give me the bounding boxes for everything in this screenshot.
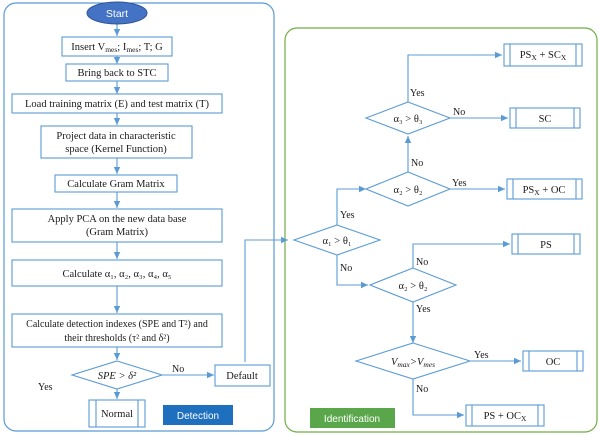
alpha2-upper-no-label: No <box>411 158 423 169</box>
oc-text: OC <box>546 357 561 368</box>
ps-oc-box <box>506 178 583 200</box>
bring-back-box <box>65 63 169 82</box>
alpha1-no-label: No <box>340 263 352 274</box>
default-text: Default <box>226 371 258 382</box>
alpha3-decision <box>364 101 452 135</box>
identification-badge-text: Identification <box>324 414 380 425</box>
normal-text: Normal <box>101 409 133 420</box>
ps-sc-text: PSX + SCX <box>520 50 567 62</box>
ps-sc-box <box>503 43 583 67</box>
insert-text: Insert Vmes; Imes; T; G <box>71 42 163 54</box>
calc-alpha-text: Calculate α₁, α₂, α₃, α₄, α₅ <box>62 269 171 280</box>
identification-arrows <box>336 51 521 419</box>
vmax-decision <box>354 342 472 380</box>
alpha2-lower-yes-label: Yes <box>416 304 431 315</box>
detection-arrows <box>113 24 288 399</box>
sc-text: SC <box>539 114 552 125</box>
alpha2-upper-yes-label: Yes <box>452 178 467 189</box>
project-text-line2: space (Kernel Function) <box>65 144 167 155</box>
spe-no-label: No <box>172 364 184 375</box>
vmax-yes-label: Yes <box>474 350 489 361</box>
vmax-no-label: No <box>416 384 428 395</box>
alpha2-lower-decision <box>368 267 458 303</box>
load-matrix-text: Load training matrix (E) and test matrix… <box>25 99 209 110</box>
gram-box <box>54 174 178 193</box>
indexes-text-line1: Calculate detection indexes (SPE and T²)… <box>26 319 208 330</box>
identification-badge <box>310 408 395 428</box>
load-matrix-box <box>11 93 223 114</box>
calc-alpha-box <box>11 259 223 287</box>
indexes-box <box>11 313 223 348</box>
alpha1-text: α₁ > θ₁ <box>322 236 351 247</box>
pca-box <box>11 208 223 243</box>
indexes-text-line2: their thresholds (τ² and δ²) <box>64 333 169 344</box>
pca-text-line1: Apply PCA on the new data base <box>48 214 187 225</box>
alpha2-upper-decision <box>364 171 452 207</box>
default-box <box>214 364 271 387</box>
project-text-line1: Project data in characteristic <box>56 131 176 142</box>
ps-oc-text: PSX + OC <box>523 185 566 197</box>
normal-box <box>88 399 146 428</box>
ps-ocx-box <box>465 404 545 427</box>
outcome-box-bars <box>471 44 578 426</box>
alpha2-lower-text: α₂ > θ₂ <box>398 281 427 292</box>
detection-frame <box>3 2 275 432</box>
pca-text-line2: (Gram Matrix) <box>86 227 149 238</box>
bring-back-text: Bring back to STC <box>77 68 156 79</box>
insert-box <box>61 36 173 57</box>
sc-box <box>509 107 581 129</box>
start-terminal <box>86 1 148 25</box>
detection-badge-text: Detection <box>177 411 219 422</box>
gram-text: Calculate Gram Matrix <box>67 179 165 190</box>
ps-text: PS <box>540 240 552 251</box>
spe-decision-text: SPE > δ² <box>98 371 137 382</box>
alpha3-no-label: No <box>453 107 465 118</box>
spe-decision <box>70 360 164 390</box>
normal-box-bars <box>95 400 139 427</box>
project-box <box>40 125 193 159</box>
alpha3-yes-label: Yes <box>410 88 425 99</box>
alpha2-upper-text: α₂ > θ₂ <box>393 185 422 196</box>
alpha1-decision <box>292 224 382 256</box>
alpha3-text: α₃ > θ₃ <box>393 114 422 125</box>
oc-box <box>522 350 584 372</box>
alpha1-yes-label: Yes <box>340 210 355 221</box>
ps-ocx-text: PS + OCX <box>484 411 527 423</box>
detection-badge <box>163 405 233 425</box>
start-label: Start <box>106 8 128 20</box>
spe-yes-label: Yes <box>38 382 53 393</box>
vmax-text: Vmax>Vmes <box>391 357 435 369</box>
identification-frame <box>284 27 598 433</box>
ps-box <box>511 233 581 255</box>
alpha2-lower-no-label: No <box>416 257 428 268</box>
